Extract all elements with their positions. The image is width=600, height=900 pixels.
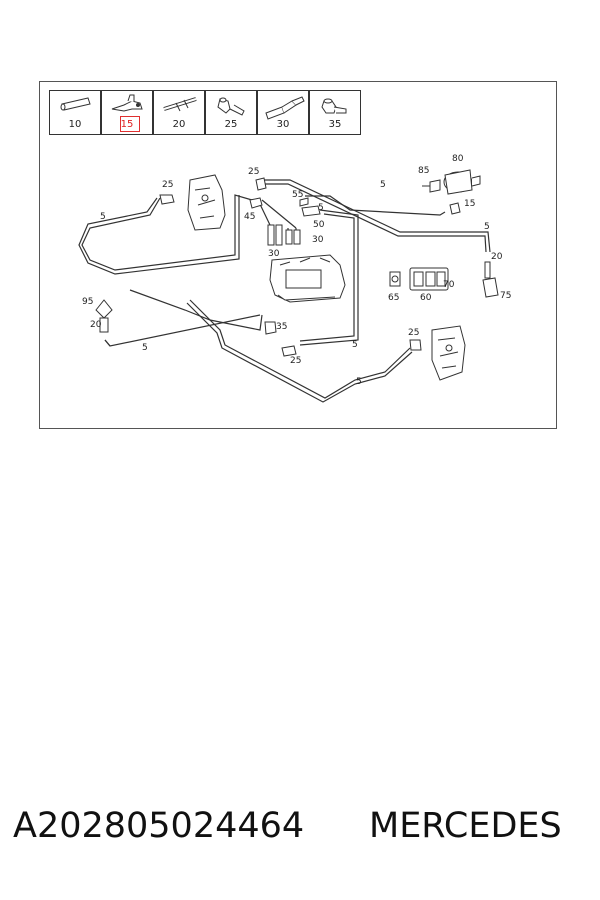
legend-number: 20 — [172, 119, 186, 130]
callout-label: 35 — [276, 322, 288, 332]
callout-label: 5 — [100, 212, 106, 222]
vacuum-valve-80 — [422, 169, 481, 195]
callout-label: 5 — [352, 340, 358, 350]
callout-label: 20 — [90, 320, 102, 330]
callout-label: 30 — [268, 249, 280, 259]
sensor-75 — [482, 261, 499, 298]
connector-65 — [389, 271, 401, 287]
footer: A202805024464 MERCEDES — [0, 806, 600, 862]
callout-label: 95 — [82, 297, 94, 307]
legend-item-15[interactable]: 15 — [101, 90, 153, 135]
callout-label: 20 — [491, 252, 503, 262]
callout-label: 25 — [408, 328, 420, 338]
callout-label: 75 — [500, 291, 512, 301]
callout-label: 55 — [292, 190, 304, 200]
y-connector-icon — [111, 94, 143, 112]
legend-item-25[interactable]: 25 — [205, 90, 257, 135]
double-barb-connector-icon — [163, 97, 197, 112]
legend-number: 15 — [120, 119, 134, 130]
callout-label: 15 — [464, 199, 476, 209]
callout-label: 5 — [318, 203, 324, 213]
vacuum-actuator-block — [269, 254, 346, 303]
callout-label: 45 — [244, 212, 256, 222]
part-number: A202805024464 — [13, 806, 305, 846]
highlight-box — [120, 116, 140, 132]
vacuum-line — [262, 179, 491, 253]
diagram-frame — [39, 81, 557, 429]
legend-number: 25 — [224, 119, 238, 130]
brand-name: MERCEDES — [369, 806, 562, 846]
fitting-25-right — [409, 339, 422, 351]
elbow-hose-icon — [265, 96, 305, 120]
fitting-15 — [449, 202, 461, 215]
angle-fitting-icon — [321, 98, 347, 114]
callout-label: 25 — [248, 167, 260, 177]
connector-30-group — [267, 224, 301, 246]
callout-label: 5 — [380, 180, 386, 190]
parts-legend: 10 15 20 25 30 — [49, 90, 363, 137]
callout-label: 65 — [388, 293, 400, 303]
legend-number: 10 — [68, 119, 82, 130]
switch-60 — [409, 267, 449, 291]
vacuum-line — [189, 299, 411, 399]
vacuum-pump-right — [431, 325, 466, 381]
callout-label: 30 — [312, 235, 324, 245]
callout-label: 25 — [290, 356, 302, 366]
angle-connector-icon — [217, 97, 245, 116]
callout-label: 60 — [420, 293, 432, 303]
valve-95 — [95, 299, 113, 333]
straight-hose-icon — [60, 97, 91, 111]
vacuum-line — [81, 194, 253, 271]
vacuum-line-schematic — [78, 169, 499, 403]
callout-label: 5 — [356, 377, 362, 387]
legend-item-10[interactable]: 10 — [49, 90, 101, 135]
fitting-35-25 — [264, 321, 297, 357]
legend-number: 30 — [276, 119, 290, 130]
legend-item-35[interactable]: 35 — [309, 90, 361, 135]
callout-label: 5 — [484, 222, 490, 232]
callout-label: 25 — [162, 180, 174, 190]
callout-label: 80 — [452, 154, 464, 164]
legend-number: 35 — [328, 119, 342, 130]
fitting-25-left — [159, 194, 175, 205]
callout-label: 70 — [443, 280, 455, 290]
vacuum-pump-left — [187, 174, 226, 231]
fitting-cluster-center — [249, 177, 321, 217]
callout-label: 85 — [418, 166, 430, 176]
callout-label: 5 — [142, 343, 148, 353]
legend-item-30[interactable]: 30 — [257, 90, 309, 135]
callout-label: 50 — [313, 220, 325, 230]
legend-item-20[interactable]: 20 — [153, 90, 205, 135]
